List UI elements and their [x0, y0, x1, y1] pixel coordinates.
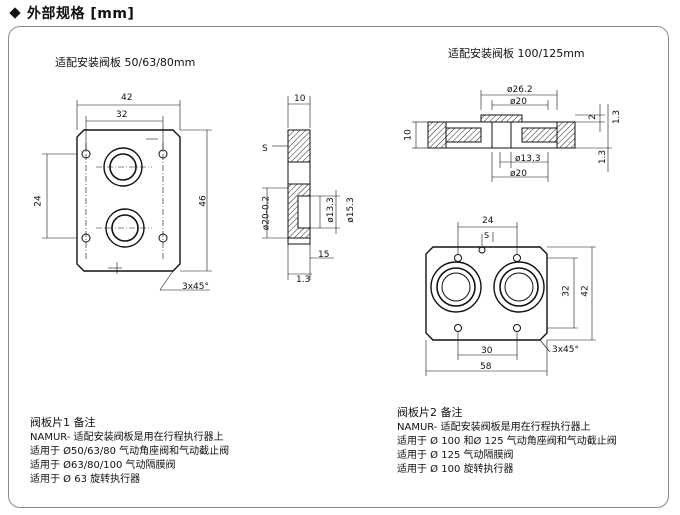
plate1-note-line: 适用于 Ø 63 旋转执行器 [30, 474, 141, 485]
plate1-notes: 阀板片1 备注 NAMUR- 适配安装阀板是用在行程执行器上 适用于 Ø50/6… [30, 416, 229, 487]
plate1-caption: 适配安装阀板 50/63/80mm [55, 56, 196, 69]
plate2-note-line: 适用于 Ø 100 旋转执行器 [397, 464, 514, 475]
plate2-screw-hole [513, 254, 521, 262]
dim-plate2-t10: 10 [403, 129, 414, 141]
dim-plate1-hole-spacing: 32 [116, 110, 128, 120]
dim-plate2-d262: ø26.2 [507, 85, 533, 95]
plate1-note-line: NAMUR- 适配安装阀板是用在行程执行器上 [30, 432, 224, 443]
dim-plate2-t13b: 1.3 [598, 149, 609, 165]
dim-plate2-d20b: ø20 [510, 169, 527, 179]
plate2-note-line: 适用于 Ø 100 和Ø 125 气动角座阀和气动截止阀 [397, 436, 617, 447]
page-title: 外部规格 [mm] [27, 6, 135, 22]
dim-plate2-h42: 42 [580, 285, 591, 297]
dim-plate2-h32: 32 [561, 285, 572, 297]
dim-plate2-t13a: 1.3 [612, 109, 623, 125]
surface-mark-s: S [262, 144, 268, 154]
plate1-front-view [42, 100, 212, 291]
plate2-section-view [412, 90, 612, 182]
dim-plate2-d133: ø13.3 [515, 154, 541, 164]
plate2-caption: 适配安装阀板 100/125mm [448, 47, 585, 60]
dim-plate1-bore: ø20-0.2 [261, 195, 272, 231]
dim-plate2-w58: 58 [480, 362, 492, 372]
plate2-notes: 阀板片2 备注 NAMUR- 适配安装阀板是用在行程执行器上 适用于 Ø 100… [397, 406, 617, 477]
dim-plate2-d20a: ø20 [510, 97, 527, 107]
plate2-screw-hole [454, 324, 462, 332]
plate1-outline [76, 129, 181, 272]
surface-mark-s2: S [484, 231, 490, 240]
plate2-left-bore [430, 261, 482, 313]
plate2-note-line: 适用于 Ø 125 气动隔膜阀 [397, 450, 514, 461]
dim-plate1-offset: 24 [33, 195, 44, 207]
plate2-front-view [425, 222, 596, 376]
dim-plate1-height: 46 [198, 195, 209, 207]
plate2-notes-heading: 阀板片2 备注 [397, 406, 463, 419]
page-header: 外部规格 [mm] [8, 4, 134, 22]
dim-plate1-15: 15 [318, 250, 330, 260]
dim-plate1-width: 42 [121, 93, 133, 103]
dim-plate2-chamfer: 3x45° [552, 345, 580, 355]
dim-plate1-1-3: 1.3 [296, 275, 311, 285]
plate2-screw-hole [478, 246, 486, 254]
plate2-right-bore [493, 261, 545, 313]
plate1-note-line: 适用于 Ø50/63/80 气动角座阀和气动截止阀 [30, 446, 230, 457]
drawing-frame [8, 26, 669, 508]
dim-plate2-top: 24 [482, 216, 494, 226]
dim-plate2-t2: 2 [587, 114, 598, 120]
dim-plate2-w30: 30 [481, 346, 493, 356]
plate2-note-line: NAMUR- 适配安装阀板是用在行程执行器上 [397, 422, 591, 433]
dim-plate1-thickness: 10 [294, 94, 306, 104]
dim-plate1-chamfer: 3x45° [182, 282, 210, 292]
plate2-screw-hole [454, 254, 462, 262]
dim-plate1-inner: ø13.3 [325, 197, 336, 223]
plate2-screw-hole [513, 324, 521, 332]
plate1-note-line: 适用于 Ø63/80/100 气动隔膜阀 [30, 460, 176, 471]
dim-plate1-outer: ø15.3 [345, 197, 356, 223]
plate1-notes-heading: 阀板片1 备注 [30, 416, 96, 429]
plate1-side-view [262, 96, 340, 280]
